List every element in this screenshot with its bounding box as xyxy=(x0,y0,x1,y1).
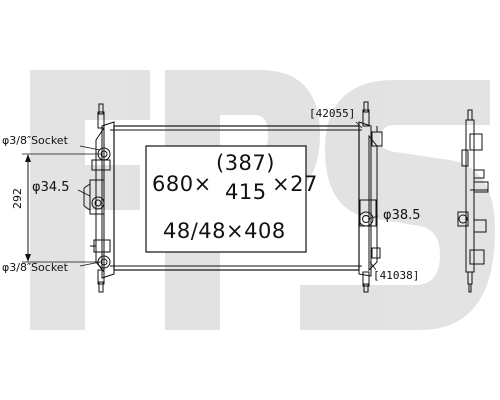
core-dim-prefix: 680× xyxy=(152,172,212,196)
core-dim-suffix: ×27 xyxy=(272,172,318,196)
core-dim-alt-height: (387) xyxy=(216,151,275,175)
part-code-bottom: [41038] xyxy=(373,269,420,282)
radiator-front-view xyxy=(83,101,383,293)
radiator-side-view xyxy=(457,109,489,293)
leader-lines xyxy=(77,121,379,271)
height-dimension xyxy=(22,153,100,263)
part-code-top: [42055] xyxy=(309,107,356,120)
tube-spec: 48/48×408 xyxy=(163,219,286,243)
inlet-pipe xyxy=(89,179,105,215)
height-dimension-label: 292 xyxy=(11,188,24,209)
socket-top-label: φ3/8″Socket xyxy=(2,134,68,147)
outlet-diameter-label: φ38.5 xyxy=(383,208,421,223)
right-tank xyxy=(358,121,372,277)
socket-bottom-label: φ3/8″Socket xyxy=(2,261,68,274)
left-tank xyxy=(101,121,115,279)
core-dim-height: 415 xyxy=(225,180,267,204)
inlet-diameter-label: φ34.5 xyxy=(32,180,70,195)
core-spec-box xyxy=(145,145,307,253)
